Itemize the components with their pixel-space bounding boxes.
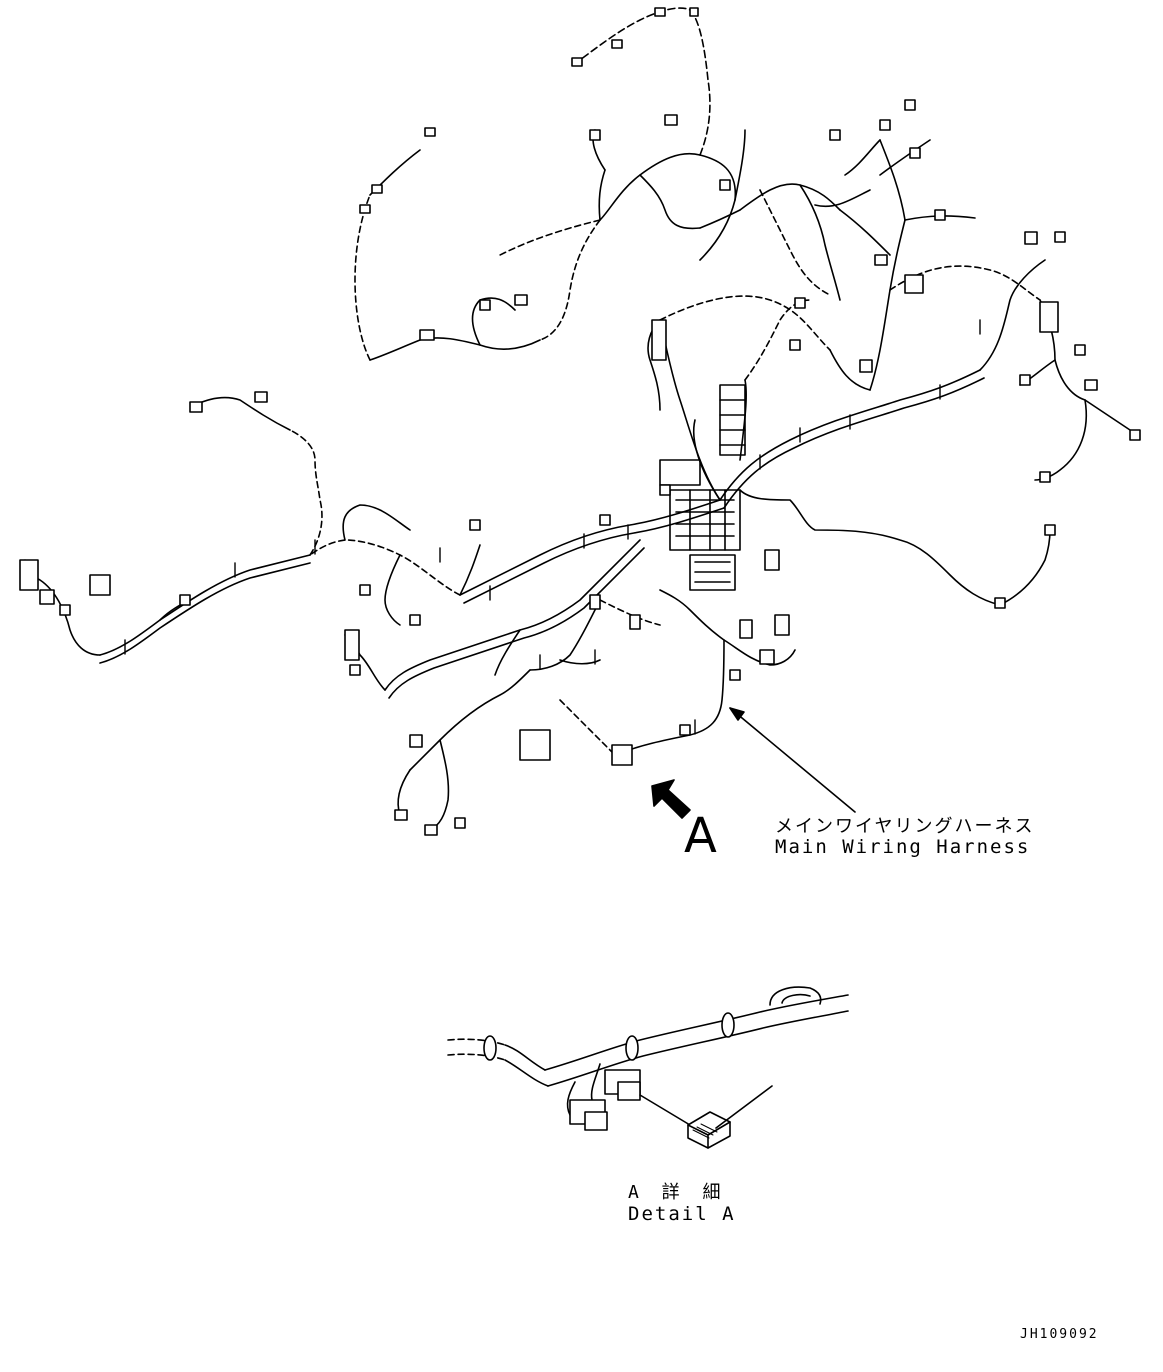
view-marker-a: A (684, 808, 717, 864)
detail-title-en: Detail A (628, 1203, 736, 1225)
detail-title-jp: A 詳 細 (628, 1182, 727, 1203)
callout-main-en: Main Wiring Harness (775, 836, 1031, 858)
view-a-arrow (651, 779, 691, 819)
drawing-code: JH109092 (1020, 1327, 1099, 1342)
detail-a-drawing (447, 986, 849, 1149)
callout-main-jp: メインワイヤリングハーネス (775, 816, 1035, 837)
callout-leader (729, 707, 856, 813)
main-wiring-harness (19, 7, 1141, 836)
